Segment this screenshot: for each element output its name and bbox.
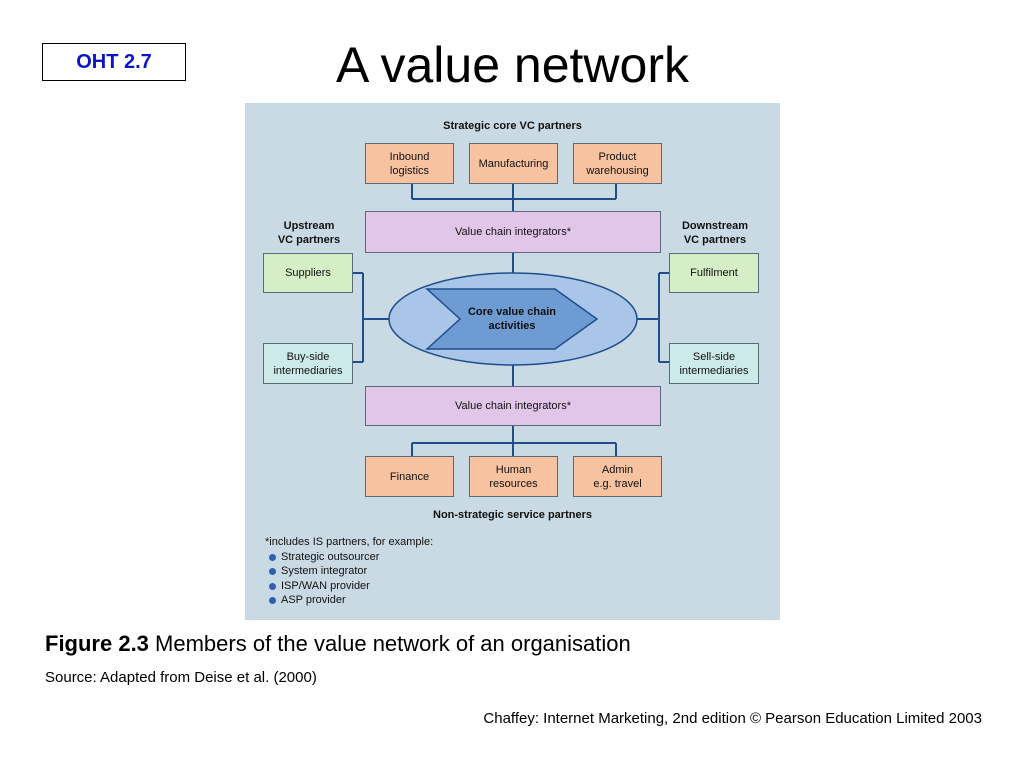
finance-box: Finance — [365, 456, 454, 497]
suppliers-box: Suppliers — [263, 253, 353, 293]
footnote-title: *includes IS partners, for example: — [265, 536, 434, 548]
buy-side-intermediaries-box: Buy-side intermediaries — [263, 343, 353, 384]
admin-box: Admin e.g. travel — [573, 456, 662, 497]
figure-number: Figure 2.3 — [45, 631, 149, 656]
figure-caption-text: Members of the value network of an organ… — [148, 631, 631, 656]
value-network-diagram: Strategic core VC partners Inbound logis… — [245, 103, 780, 620]
fulfilment-box: Fulfilment — [669, 253, 759, 293]
copyright-credit: Chaffey: Internet Marketing, 2nd edition… — [483, 710, 982, 727]
sell-side-intermediaries-box: Sell-side intermediaries — [669, 343, 759, 384]
inbound-logistics-box: Inbound logistics — [365, 143, 454, 184]
footnote-item: System integrator — [265, 564, 433, 579]
core-activities-label: Core value chain activities — [467, 306, 557, 332]
integrators-top-box: Value chain integrators* — [365, 211, 661, 253]
manufacturing-box: Manufacturing — [469, 143, 558, 184]
product-warehousing-box: Product warehousing — [573, 143, 662, 184]
human-resources-box: Human resources — [469, 456, 558, 497]
slide-title: A value network — [336, 37, 689, 93]
slide-tag: OHT 2.7 — [42, 43, 186, 81]
integrators-bottom-box: Value chain integrators* — [365, 386, 661, 426]
core-arrow — [425, 288, 599, 350]
figure-source: Source: Adapted from Deise et al. (2000) — [45, 669, 317, 686]
upstream-label: Upstream VC partners — [277, 220, 341, 246]
downstream-label: Downstream VC partners — [681, 220, 749, 246]
connector-lines — [353, 184, 669, 456]
non-strategic-label: Non-strategic service partners — [433, 509, 592, 521]
strategic-core-label: Strategic core VC partners — [443, 120, 582, 132]
figure-caption: Figure 2.3 Members of the value network … — [45, 631, 631, 657]
footnote-item: ISP/WAN provider — [265, 579, 433, 594]
footnote: *includes IS partners, for example: Stra… — [265, 535, 433, 608]
footnote-item: ASP provider — [265, 593, 433, 608]
footnote-item: Strategic outsourcer — [265, 550, 433, 565]
